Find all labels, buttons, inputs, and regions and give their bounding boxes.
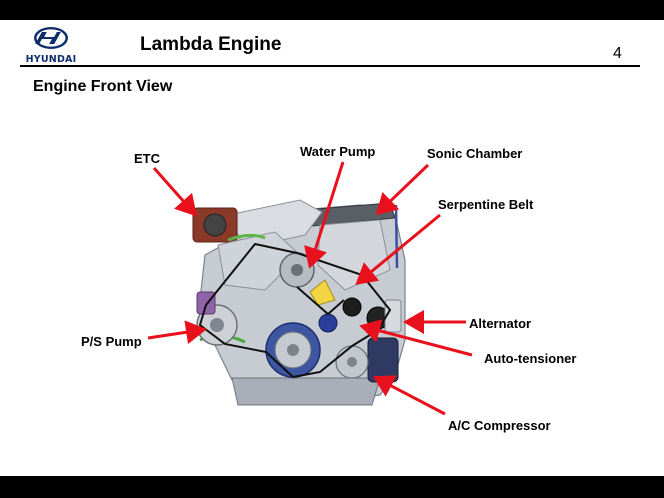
title-divider	[20, 65, 640, 67]
bottom-bar	[0, 476, 664, 498]
top-bar	[0, 0, 664, 20]
arrow-ps-pump	[147, 320, 207, 345]
label-sonic-chamber: Sonic Chamber	[427, 146, 523, 161]
callout-arrows	[147, 161, 473, 416]
page-title: Lambda Engine	[140, 34, 282, 55]
page-number: 4	[613, 45, 622, 62]
hyundai-emblem-icon	[34, 27, 68, 49]
arrow-serpentine-belt	[355, 213, 441, 285]
section-subtitle: Engine Front View	[33, 78, 173, 95]
engine-illustration	[192, 199, 406, 406]
arrow-ac-compressor	[372, 375, 446, 416]
logo-wordmark: HYUNDAI	[25, 54, 77, 65]
label-water-pump: Water Pump	[300, 144, 376, 159]
arrow-water-pump	[304, 161, 345, 269]
label-auto-tensioner: Auto-tensioner	[484, 351, 577, 366]
hyundai-logo: HYUNDAI	[20, 24, 82, 65]
arrow-etc	[152, 167, 197, 217]
label-serpentine-belt: Serpentine Belt	[438, 197, 534, 212]
label-ac-compressor: A/C Compressor	[448, 418, 551, 433]
label-ps-pump: P/S Pump	[81, 334, 142, 349]
arrow-sonic-chamber	[375, 163, 430, 216]
label-alternator: Alternator	[469, 316, 532, 331]
label-etc: ETC	[134, 151, 160, 166]
arrow-auto-tensioner	[359, 319, 473, 357]
